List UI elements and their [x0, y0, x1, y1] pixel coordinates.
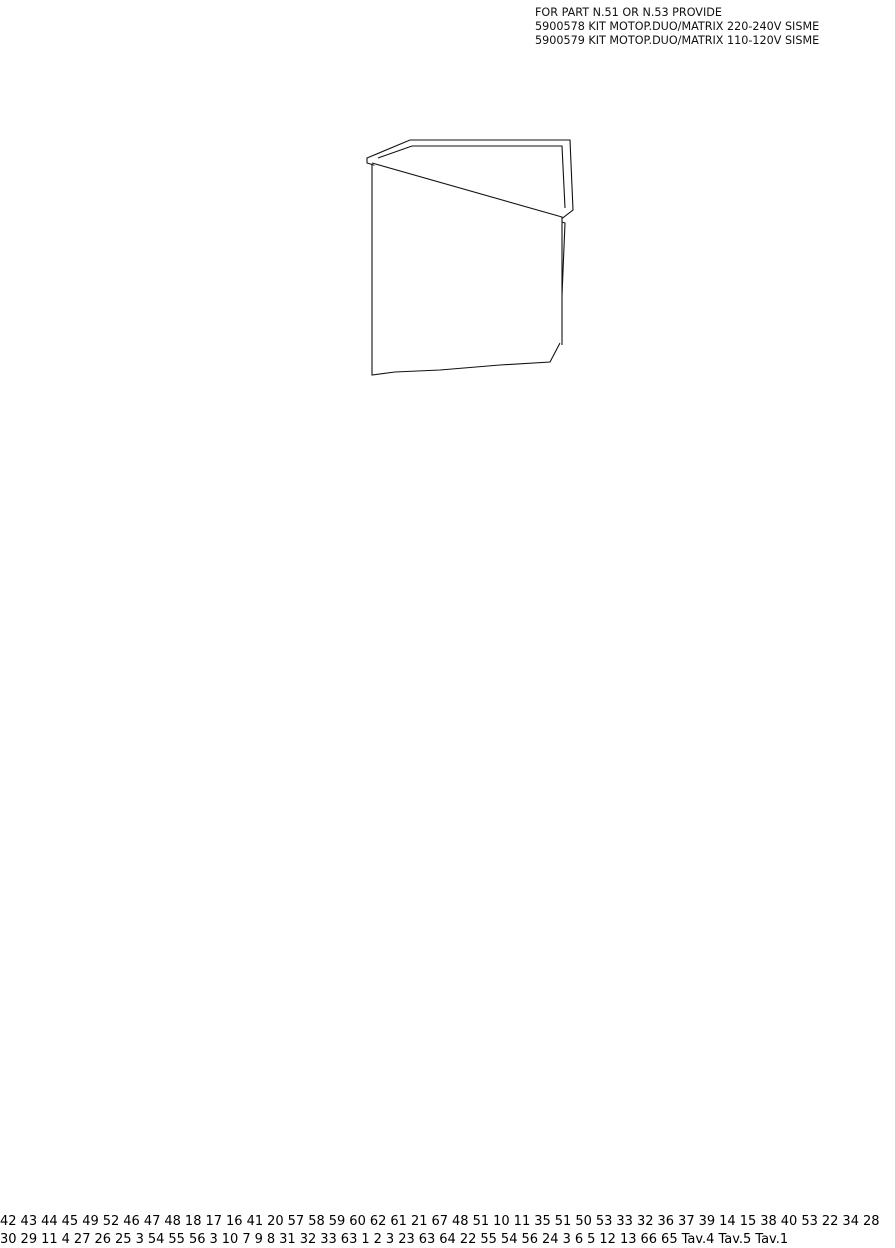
exploded-parts-diagram: FOR PART N.51 OR N.53 PROVIDE 5900578 KI…: [366, 6, 820, 376]
callout-20: 20: [267, 1214, 284, 1229]
callout-41: 41: [246, 1214, 264, 1229]
callout-34: 34: [842, 1214, 859, 1229]
callout-53-motor: 53: [595, 1214, 613, 1229]
callout-56-right: 56: [188, 1232, 206, 1247]
callout-54-bottom: 54: [500, 1232, 518, 1247]
ref-tav5: Tav.5: [718, 1232, 752, 1247]
callout-54-right: 54: [147, 1232, 165, 1247]
callout-56-bottom: 56: [521, 1232, 539, 1247]
callout-51-pump: 51: [554, 1214, 572, 1229]
callout-2: 2: [373, 1232, 382, 1247]
callout-13: 13: [619, 1232, 637, 1247]
callout-22-bottom: 22: [459, 1232, 477, 1247]
callout-27: 27: [73, 1232, 91, 1247]
kit-note-line-3: 5900579 KIT MOTOP.DUO/MATRIX 110-120V SI…: [535, 34, 820, 47]
callout-66: 66: [640, 1232, 658, 1247]
callout-52: 52: [102, 1214, 120, 1229]
bracket-16: 42 43 44 45 49 52 46 47 48 18 17 16 41 2…: [0, 1212, 880, 1247]
callout-55-bottom: 55: [480, 1232, 497, 1247]
callout-26: 26: [94, 1232, 112, 1247]
callout-3-left: 3: [209, 1232, 218, 1247]
callout-45: 45: [61, 1214, 79, 1229]
callout-46: 46: [123, 1214, 140, 1229]
callout-8: 8: [266, 1232, 276, 1247]
callout-44: 44: [41, 1214, 58, 1229]
callout-62: 62: [369, 1214, 387, 1229]
callout-6: 6: [574, 1232, 584, 1247]
callout-29: 29: [20, 1232, 38, 1247]
callout-61: 61: [390, 1214, 407, 1229]
callout-18: 18: [184, 1214, 202, 1229]
callout-31: 31: [279, 1232, 296, 1247]
callout-32-mid: 32: [299, 1232, 317, 1247]
callout-3-bottom-right: 3: [562, 1232, 571, 1247]
callout-33-upper: 33: [616, 1214, 633, 1229]
callout-42: 42: [0, 1214, 17, 1229]
callout-39: 39: [698, 1214, 716, 1229]
callout-12: 12: [599, 1232, 616, 1247]
callout-48-upper: 48: [164, 1214, 181, 1229]
callout-43: 43: [20, 1214, 38, 1229]
callout-23: 23: [398, 1232, 415, 1247]
callout-63-upper: 63: [340, 1232, 358, 1247]
callout-30: 30: [0, 1232, 17, 1247]
callout-3-bottom: 3: [385, 1232, 395, 1247]
callout-22-mid: 22: [821, 1214, 839, 1229]
kit-note-line-1: FOR PART N.51 OR N.53 PROVIDE: [535, 6, 722, 19]
kit-note: FOR PART N.51 OR N.53 PROVIDE 5900578 KI…: [535, 6, 819, 48]
callout-51-red: 51: [472, 1214, 490, 1229]
callout-37: 37: [678, 1214, 695, 1229]
callout-50: 50: [575, 1214, 592, 1229]
kit-note-line-2: 5900578 KIT MOTOP.DUO/MATRIX 220-240V SI…: [535, 20, 820, 33]
callout-10-top: 10: [493, 1214, 510, 1229]
callout-17: 17: [205, 1214, 223, 1229]
callout-53-sensor: 53: [801, 1214, 818, 1229]
callout-47: 47: [143, 1214, 161, 1229]
callout-67: 67: [431, 1214, 449, 1229]
callout-11-mid: 11: [41, 1232, 58, 1247]
bracket-52: 42 43 44 45 49 52 46 47 48 18 17 16 41 2…: [0, 1212, 880, 1247]
callout-7: 7: [242, 1232, 251, 1247]
callout-64: 64: [439, 1232, 456, 1247]
callout-5: 5: [587, 1232, 596, 1247]
callout-49: 49: [82, 1214, 99, 1229]
callout-38: 38: [760, 1214, 777, 1229]
callout-11-top: 11: [513, 1214, 531, 1229]
diagram-artwork: [366, 139, 574, 376]
callout-58: 58: [308, 1214, 325, 1229]
water-tank: [366, 139, 574, 376]
callout-1: 1: [361, 1232, 370, 1247]
callout-36: 36: [657, 1214, 675, 1229]
callout-3-right: 3: [135, 1232, 144, 1247]
callout-16: 16: [226, 1214, 243, 1229]
callout-9: 9: [254, 1232, 263, 1247]
callout-14: 14: [719, 1214, 736, 1229]
callout-57: 57: [287, 1214, 305, 1229]
callout-33-mid: 33: [320, 1232, 337, 1247]
callout-32-upper: 32: [636, 1214, 654, 1229]
ref-tav4: Tav.4: [681, 1232, 715, 1247]
ref-tav1: Tav.1: [755, 1232, 789, 1247]
callout-25: 25: [115, 1232, 132, 1247]
bracket-56-bottom: 42 43 44 45 49 52 46 47 48 18 17 16 41 2…: [0, 1212, 880, 1247]
callout-40: 40: [780, 1214, 798, 1229]
callout-10-left: 10: [221, 1232, 239, 1247]
callout-48-lower: 48: [452, 1214, 469, 1229]
callout-28: 28: [862, 1214, 880, 1229]
callout-4: 4: [61, 1232, 70, 1247]
callout-21: 21: [410, 1214, 428, 1229]
callout-63-bottom: 63: [418, 1232, 436, 1247]
callout-24: 24: [542, 1232, 559, 1247]
callout-59: 59: [328, 1214, 346, 1229]
callout-65: 65: [661, 1232, 678, 1247]
callout-55-right: 55: [168, 1232, 185, 1247]
callout-15: 15: [739, 1214, 757, 1229]
callout-60: 60: [349, 1214, 366, 1229]
callout-35: 35: [534, 1214, 551, 1229]
bracket-56-right: 42 43 44 45 49 52 46 47 48 18 17 16 41 2…: [0, 1212, 880, 1247]
